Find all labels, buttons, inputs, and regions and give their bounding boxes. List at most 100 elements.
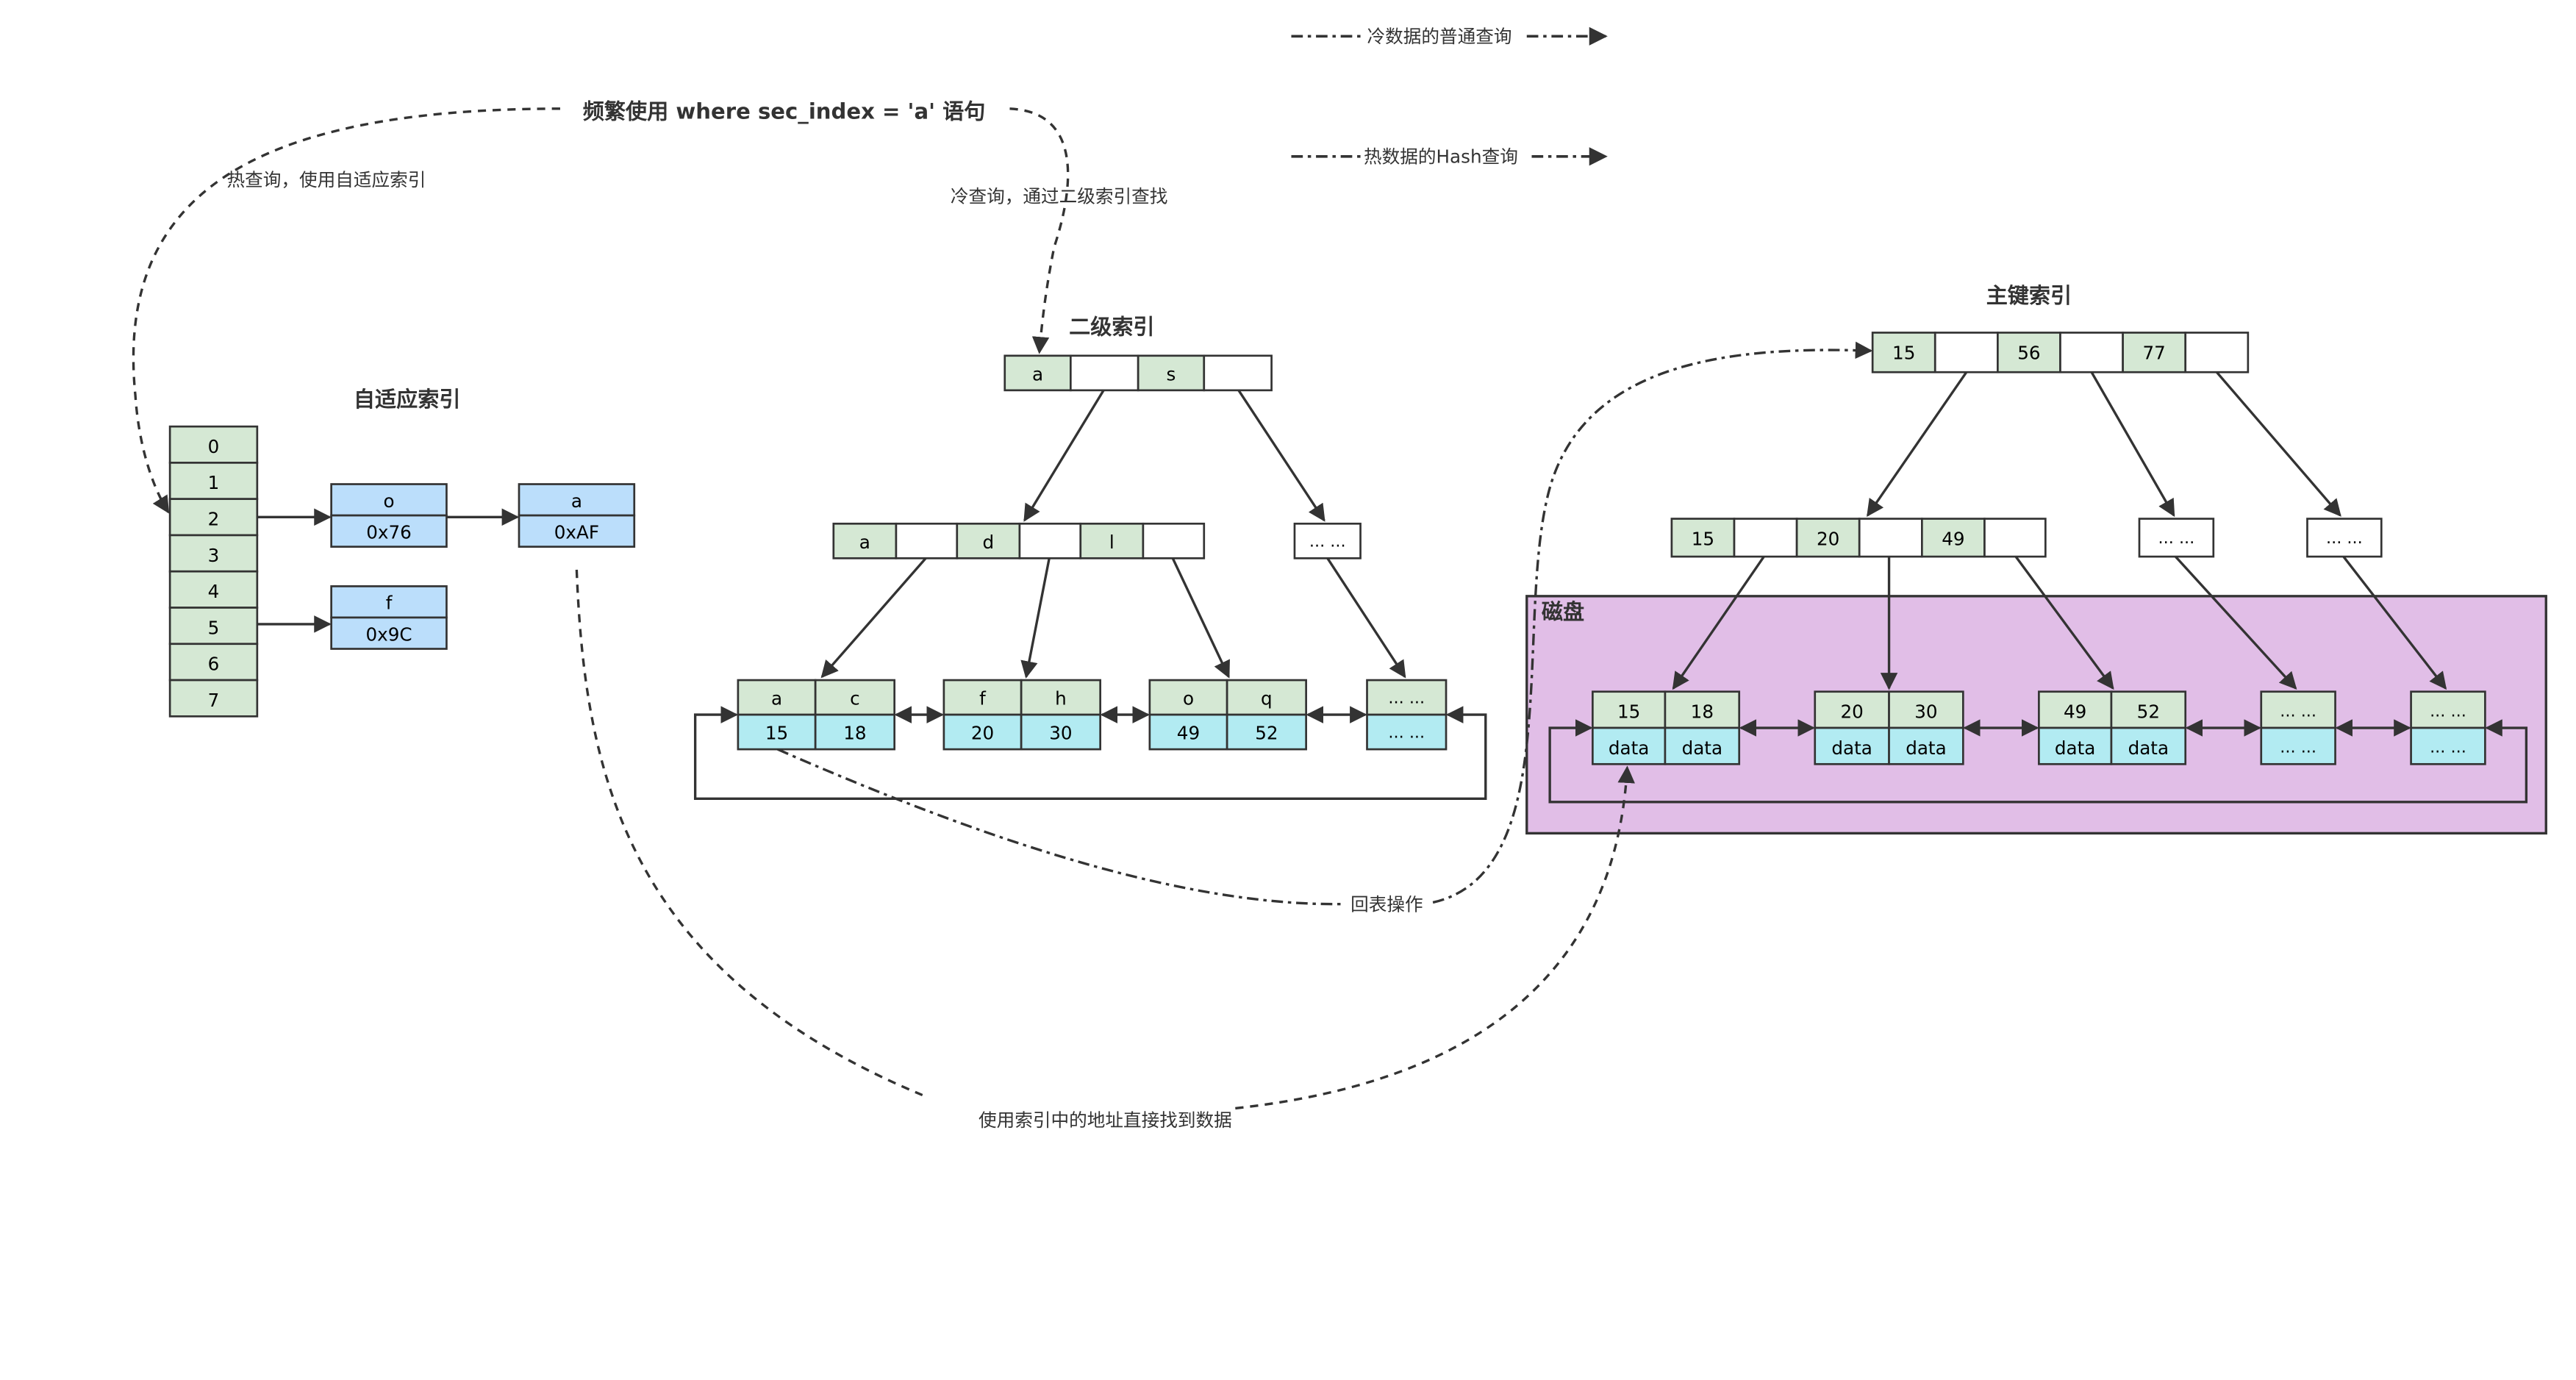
svg-text:... ...: ... ... bbox=[1309, 532, 1346, 551]
svg-text:15: 15 bbox=[1692, 528, 1714, 549]
svg-text:4: 4 bbox=[208, 581, 220, 602]
hash-entry-a: a 0xAF bbox=[518, 483, 636, 548]
svg-text:... ...: ... ... bbox=[1388, 723, 1425, 742]
adaptive-bucket-array: 0 1 2 3 4 5 6 7 bbox=[168, 425, 259, 718]
primary-index-title: 主键索引 bbox=[1986, 283, 2072, 308]
svg-text:l: l bbox=[1109, 532, 1115, 553]
svg-text:52: 52 bbox=[2137, 701, 2160, 723]
secondary-leaf-node: f h 20 30 bbox=[942, 679, 1102, 751]
pri-leaf-wraparound-link bbox=[1548, 719, 2528, 804]
svg-text:o: o bbox=[383, 490, 394, 512]
svg-text:d: d bbox=[983, 532, 995, 553]
svg-text:52: 52 bbox=[1255, 723, 1278, 744]
pri-right-to-leaf5 bbox=[2342, 556, 2447, 690]
back-to-table-label: 回表操作 bbox=[1350, 894, 1423, 915]
legend-cold-text: 冷数据的普通查询 bbox=[1367, 26, 1512, 47]
secondary-leaf-node: a c 15 18 bbox=[737, 679, 896, 751]
top-query-label: 频繁使用 where sec_index = 'a' 语句 bbox=[583, 99, 986, 124]
svg-text:49: 49 bbox=[1177, 723, 1200, 744]
pri-root-to-internal bbox=[1867, 371, 1968, 518]
svg-text:... ...: ... ... bbox=[2280, 701, 2316, 721]
hash-entry-o: o 0x76 bbox=[330, 483, 448, 548]
direct-address-label: 使用索引中的地址直接找到数据 bbox=[978, 1109, 1232, 1131]
svg-text:20: 20 bbox=[1817, 528, 1839, 549]
svg-text:5: 5 bbox=[208, 617, 220, 638]
sec-root-to-right bbox=[1237, 389, 1325, 522]
svg-text:0: 0 bbox=[208, 436, 220, 457]
sec-root-to-internal bbox=[1023, 389, 1105, 522]
svg-text:q: q bbox=[1261, 688, 1273, 709]
bucket-cell: 5 bbox=[168, 607, 259, 646]
cold-query-path bbox=[1009, 107, 1070, 354]
svg-text:a: a bbox=[859, 532, 870, 553]
svg-text:... ...: ... ... bbox=[2430, 738, 2466, 757]
pri-root-to-mid bbox=[2090, 371, 2175, 518]
svg-text:data: data bbox=[1682, 737, 1722, 759]
bucket-cell: 4 bbox=[168, 570, 259, 609]
primary-leaf-node: 20 30 data data bbox=[1814, 690, 1964, 765]
svg-text:3: 3 bbox=[208, 545, 220, 566]
secondary-root-node: a s bbox=[1003, 354, 1273, 392]
primary-internal-node: 15 20 49 bbox=[1670, 518, 2047, 558]
svg-text:30: 30 bbox=[1049, 723, 1072, 744]
bucket-cell: 0 bbox=[168, 425, 259, 464]
pri-mid-to-leaf4 bbox=[2175, 555, 2297, 690]
pri-root-to-right bbox=[2216, 371, 2341, 517]
legend: 冷数据的普通查询 热数据的Hash查询 bbox=[1291, 26, 1608, 168]
svg-text:15: 15 bbox=[1892, 342, 1915, 363]
svg-text:... ...: ... ... bbox=[2430, 701, 2466, 721]
svg-text:o: o bbox=[1183, 688, 1194, 709]
svg-text:s: s bbox=[1167, 363, 1176, 385]
primary-leaf-node: 15 18 data data bbox=[1592, 690, 1741, 765]
svg-text:56: 56 bbox=[2017, 342, 2040, 363]
direct-address-path bbox=[575, 569, 1627, 1110]
secondary-index-title: 二级索引 bbox=[1069, 315, 1154, 340]
svg-text:c: c bbox=[850, 688, 860, 709]
primary-leaf-node: ... ... ... ... bbox=[2410, 690, 2486, 765]
bucket-cell: 7 bbox=[168, 679, 259, 718]
svg-text:h: h bbox=[1055, 688, 1067, 709]
svg-text:18: 18 bbox=[843, 723, 866, 744]
primary-leaf-node: ... ... ... ... bbox=[2260, 690, 2336, 765]
bucket-cell: 6 bbox=[168, 643, 259, 682]
svg-text:a: a bbox=[1032, 363, 1043, 385]
disk-label: 磁盘 bbox=[1542, 599, 1584, 624]
primary-root-node: 15 56 77 bbox=[1871, 332, 2250, 373]
svg-text:30: 30 bbox=[1914, 701, 1937, 723]
bucket-cell: 3 bbox=[168, 534, 259, 573]
pri-internal-to-leaf3 bbox=[2014, 556, 2114, 690]
svg-text:data: data bbox=[1906, 737, 1946, 759]
svg-text:data: data bbox=[1609, 737, 1649, 759]
primary-internal-node-mid: ... ... bbox=[2138, 518, 2215, 558]
bucket-cell: 1 bbox=[168, 462, 259, 501]
primary-leaf-node: 49 52 data data bbox=[2038, 690, 2187, 765]
svg-text:data: data bbox=[1831, 737, 1872, 759]
svg-text:18: 18 bbox=[1691, 701, 1714, 723]
svg-text:49: 49 bbox=[2064, 701, 2086, 723]
svg-text:15: 15 bbox=[1617, 701, 1640, 723]
svg-text:7: 7 bbox=[208, 690, 220, 711]
svg-text:0x9C: 0x9C bbox=[365, 623, 412, 645]
svg-text:a: a bbox=[771, 688, 782, 709]
svg-text:f: f bbox=[979, 688, 987, 709]
secondary-leaf-node: ... ... ... ... bbox=[1366, 679, 1448, 751]
sec-internal-to-leaf2 bbox=[1020, 557, 1051, 679]
svg-text:77: 77 bbox=[2142, 342, 2165, 363]
cold-path-label: 冷查询，通过二级索引查找 bbox=[951, 186, 1168, 207]
svg-text:2: 2 bbox=[208, 509, 220, 530]
hash-entry-f: f 0x9C bbox=[330, 585, 448, 650]
secondary-leaf-node: o q 49 52 bbox=[1148, 679, 1307, 751]
svg-text:... ...: ... ... bbox=[2326, 529, 2363, 548]
hot-path-label: 热查询，使用自适应索引 bbox=[226, 169, 426, 190]
bucket-cell: 2 bbox=[168, 498, 259, 537]
sec-internal-to-leaf1 bbox=[820, 557, 927, 679]
sec-leaf-wraparound-link bbox=[693, 706, 1487, 801]
svg-text:49: 49 bbox=[1942, 528, 1964, 549]
adaptive-index-title: 自适应索引 bbox=[354, 387, 461, 412]
legend-hot-text: 热数据的Hash查询 bbox=[1364, 146, 1518, 168]
sec-internal-to-leaf3 bbox=[1171, 557, 1230, 679]
svg-text:20: 20 bbox=[971, 723, 994, 744]
svg-text:0xAF: 0xAF bbox=[554, 521, 599, 543]
secondary-internal-node-right: ... ... bbox=[1293, 522, 1362, 559]
